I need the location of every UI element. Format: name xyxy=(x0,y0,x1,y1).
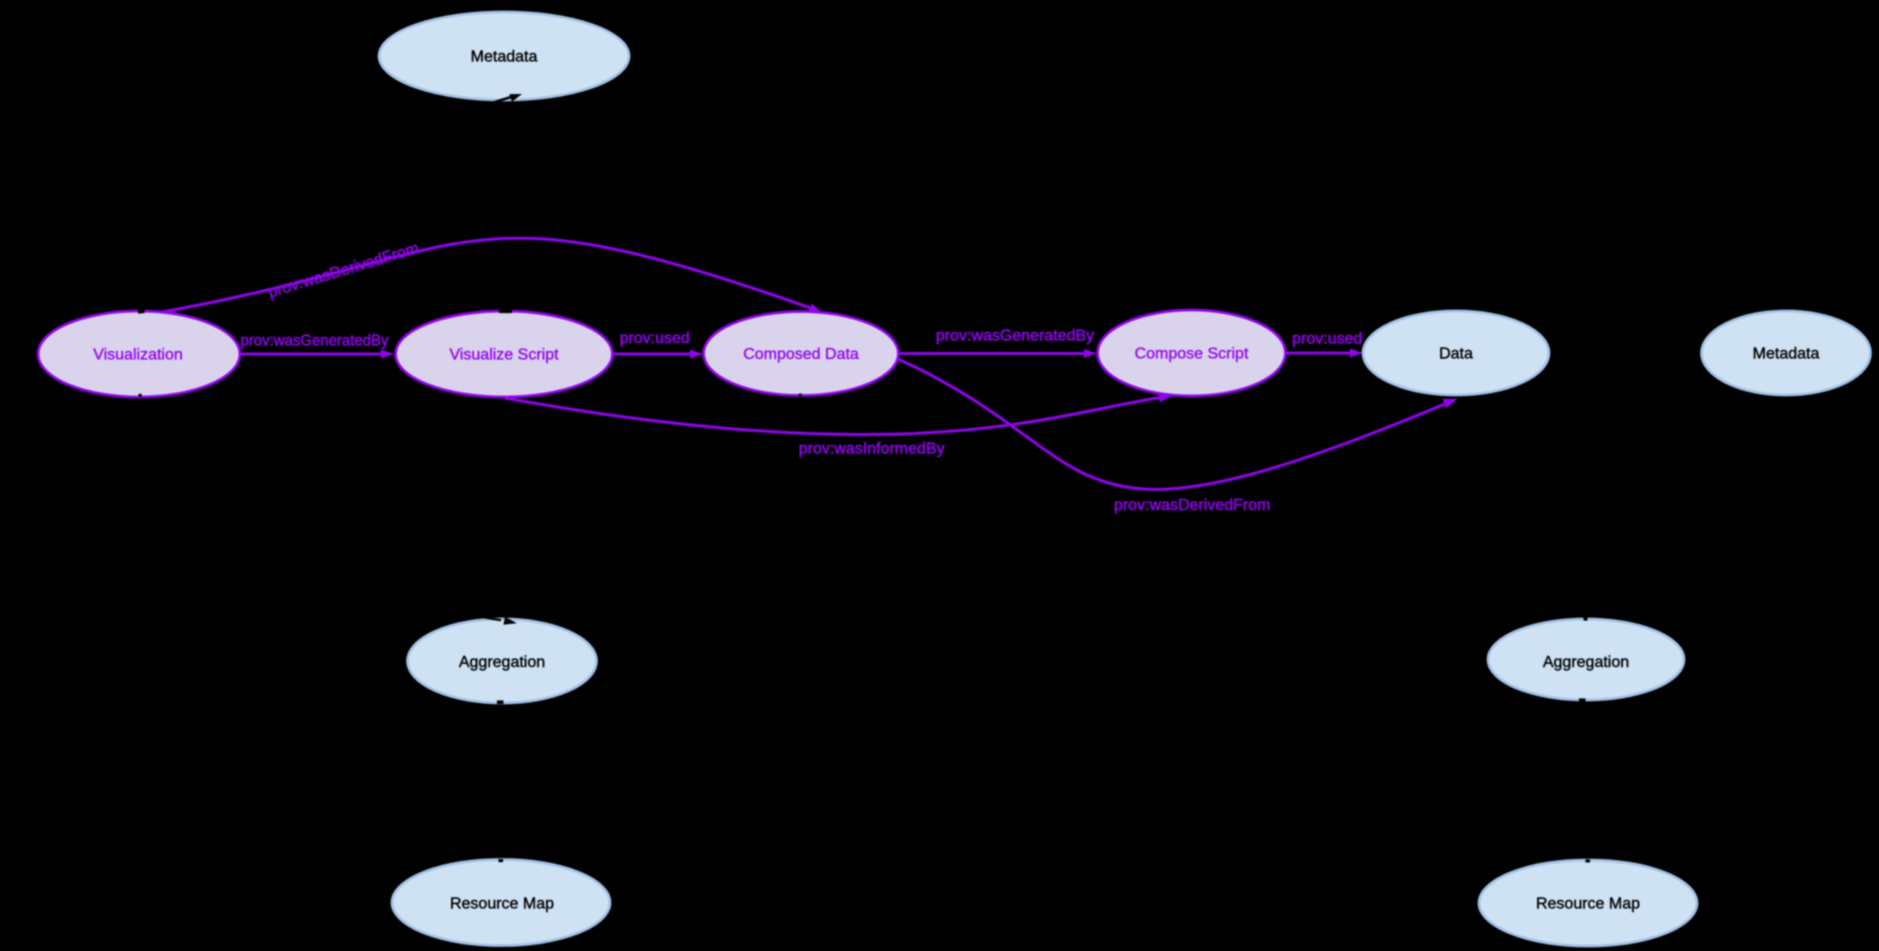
svg-text:prov:wasGeneratedBy: prov:wasGeneratedBy xyxy=(936,328,1094,345)
svg-text:prov:used: prov:used xyxy=(620,330,690,347)
svg-text:prov:used: prov:used xyxy=(1292,331,1362,348)
svg-text:Metadata: Metadata xyxy=(1753,346,1820,363)
svg-text:Resource Map: Resource Map xyxy=(450,895,554,912)
svg-text:Metadata: Metadata xyxy=(471,49,538,66)
svg-text:Visualize Script: Visualize Script xyxy=(449,347,559,364)
svg-text:Aggregation: Aggregation xyxy=(459,654,545,671)
svg-text:Compose Script: Compose Script xyxy=(1135,346,1249,363)
svg-text:prov:wasDerivedFrom: prov:wasDerivedFrom xyxy=(1114,497,1270,514)
svg-text:Composed Data: Composed Data xyxy=(743,346,859,363)
svg-text:Data: Data xyxy=(1439,346,1473,363)
svg-text:prov:wasGeneratedBy: prov:wasGeneratedBy xyxy=(241,332,389,349)
svg-text:Aggregation: Aggregation xyxy=(1543,654,1629,671)
svg-text:Visualization: Visualization xyxy=(93,347,183,364)
svg-text:Resource Map: Resource Map xyxy=(1536,895,1640,912)
svg-text:prov:wasInformedBy: prov:wasInformedBy xyxy=(799,440,945,457)
